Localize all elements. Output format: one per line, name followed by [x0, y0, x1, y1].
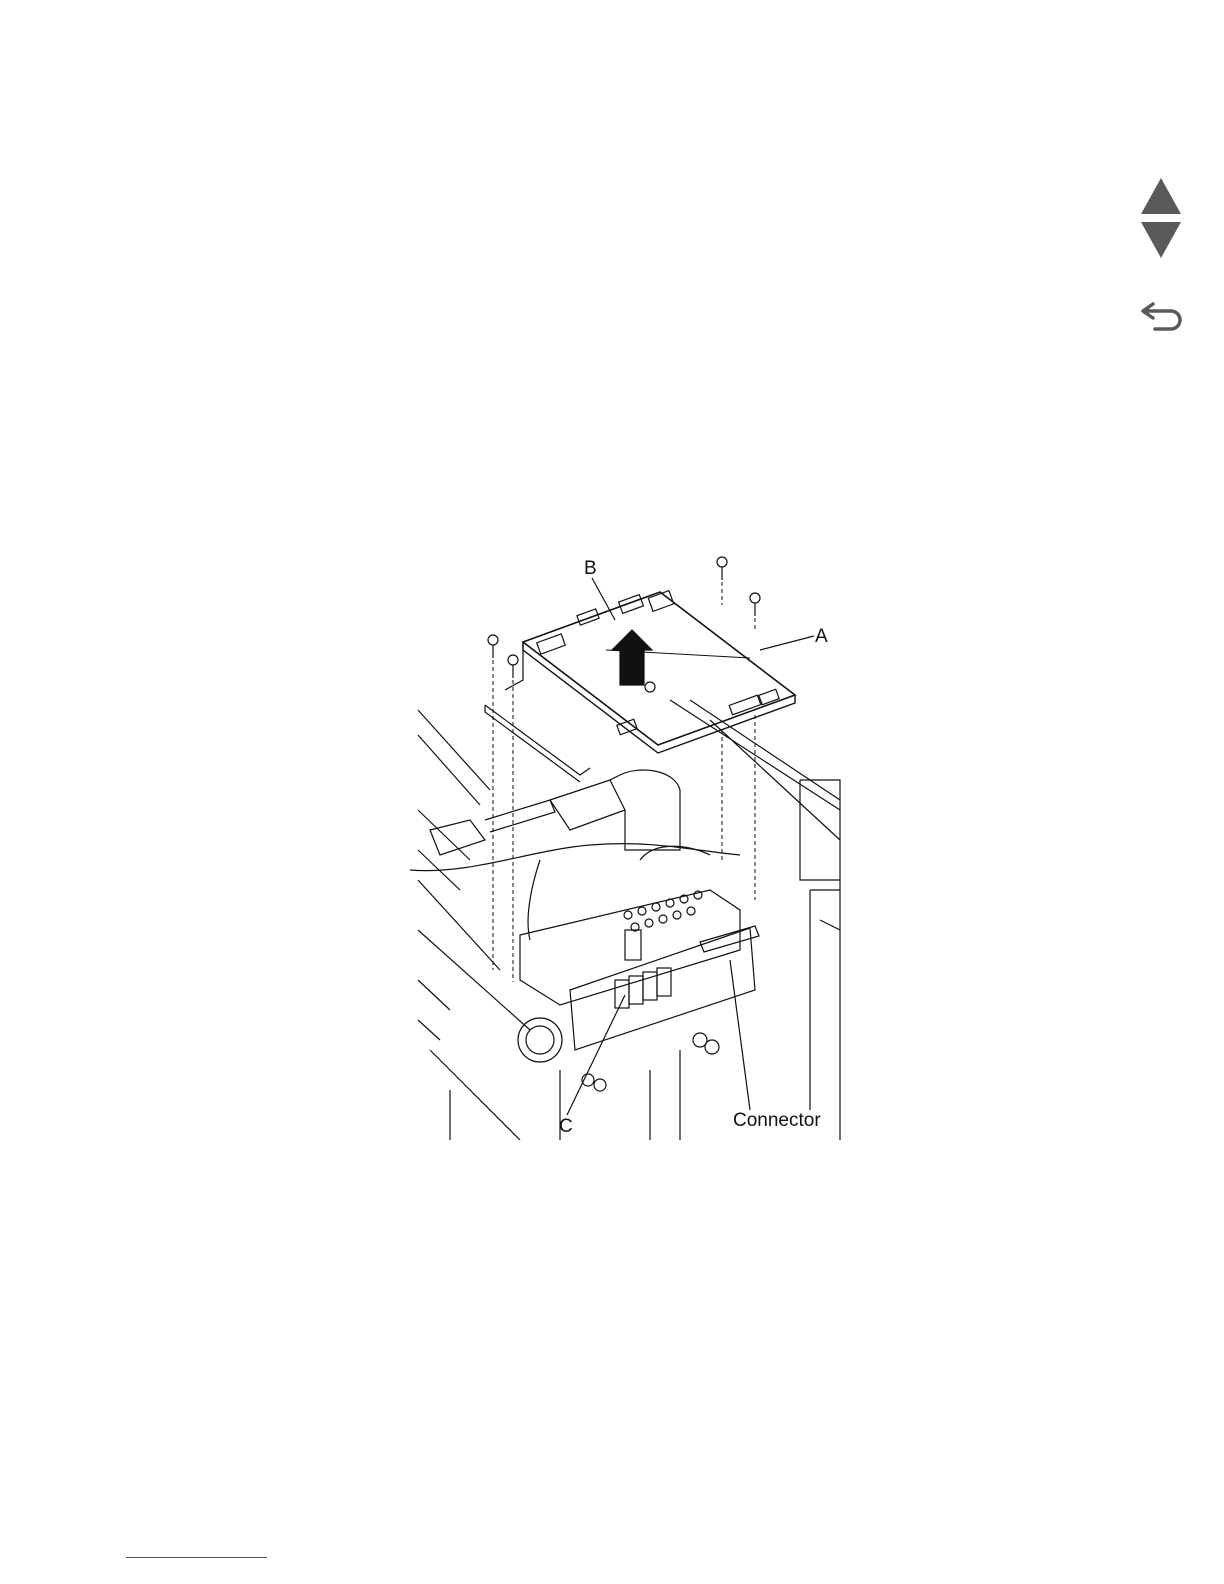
exploded-view-drawing — [410, 550, 850, 1140]
next-page-button[interactable] — [1139, 220, 1183, 260]
triangle-down-icon — [1139, 220, 1183, 260]
callout-a-label: A — [815, 627, 828, 646]
go-back-button[interactable] — [1139, 296, 1187, 336]
footer-link-underline[interactable] — [126, 1557, 267, 1558]
callout-b-label: B — [584, 559, 597, 578]
callout-c-label: C — [559, 1117, 573, 1136]
return-arrow-icon — [1139, 296, 1187, 336]
board-removal-illustration — [410, 550, 850, 1140]
callout-connector-label: Connector — [733, 1111, 821, 1130]
previous-page-button[interactable] — [1139, 176, 1183, 216]
triangle-up-icon — [1139, 176, 1183, 216]
